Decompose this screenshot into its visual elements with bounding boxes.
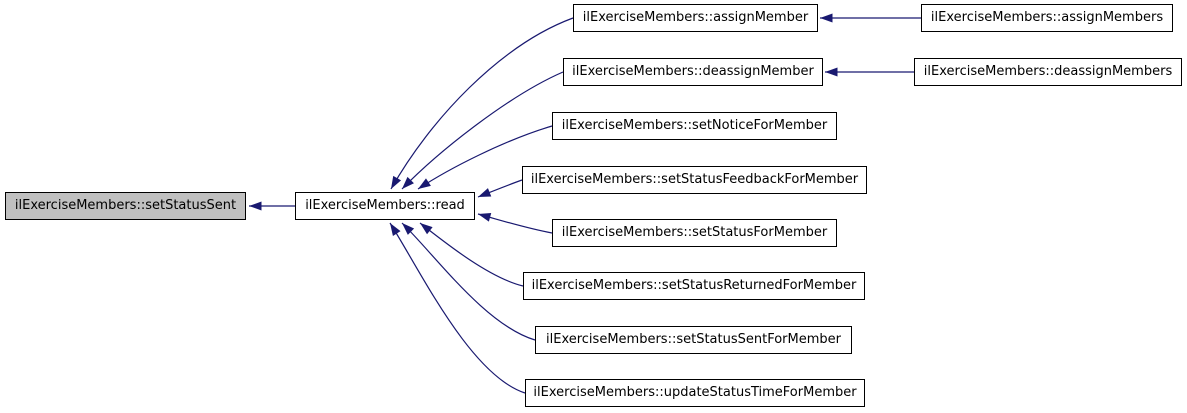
edge-setStatusReturnedForMember-to-read: [419, 222, 524, 287]
node-setStatusSent: ilExerciseMembers::setStatusSent: [5, 192, 246, 220]
node-setStatusReturnedForMember[interactable]: ilExerciseMembers::setStatusReturnedForM…: [523, 272, 865, 300]
edge-assignMember-to-read: [390, 17, 574, 190]
edge-setStatusFeedbackForMember-to-read: [477, 179, 523, 198]
node-assignMember[interactable]: ilExerciseMembers::assignMember: [573, 4, 818, 32]
node-assignMembers[interactable]: ilExerciseMembers::assignMembers: [921, 4, 1173, 32]
edge-setStatusSentForMember-to-read: [401, 222, 536, 341]
node-setStatusSentForMember[interactable]: ilExerciseMembers::setStatusSentForMembe…: [535, 326, 852, 354]
node-deassignMembers[interactable]: ilExerciseMembers::deassignMembers: [914, 58, 1182, 86]
edge-setStatusForMember-to-read: [477, 212, 553, 234]
node-deassignMember[interactable]: ilExerciseMembers::deassignMember: [563, 58, 823, 86]
node-setStatusFeedbackForMember[interactable]: ilExerciseMembers::setStatusFeedbackForM…: [522, 166, 867, 194]
node-read[interactable]: ilExerciseMembers::read: [295, 192, 475, 220]
node-setNoticeForMember[interactable]: ilExerciseMembers::setNoticeForMember: [552, 112, 837, 140]
edge-updateStatusTimeForMember-to-read: [389, 222, 526, 394]
node-setStatusForMember[interactable]: ilExerciseMembers::setStatusForMember: [552, 219, 837, 247]
node-updateStatusTimeForMember[interactable]: ilExerciseMembers::updateStatusTimeForMe…: [525, 379, 865, 407]
